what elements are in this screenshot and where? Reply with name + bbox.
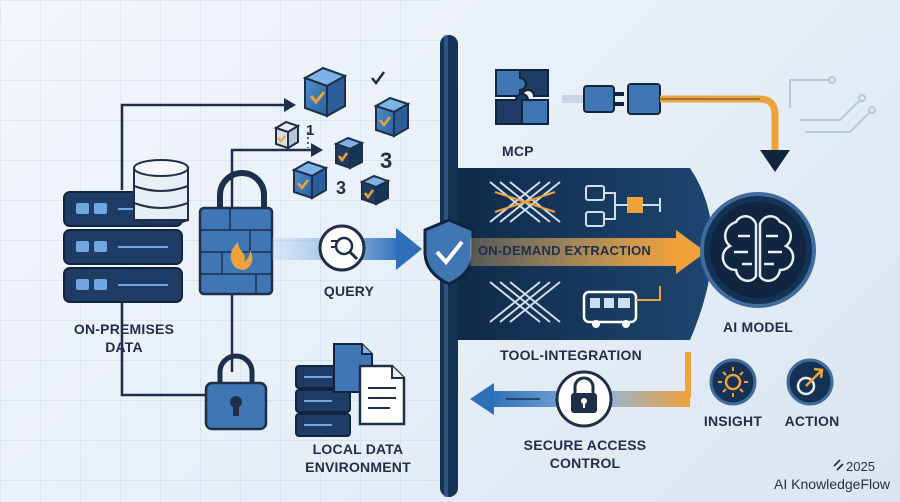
action-label: ACTION bbox=[784, 413, 840, 429]
flow-chart-icon bbox=[585, 185, 661, 227]
footer-year: 2025 bbox=[846, 459, 875, 474]
document-icon bbox=[333, 343, 406, 426]
number-one: 1 bbox=[306, 122, 315, 139]
sparkle-icon bbox=[833, 459, 844, 471]
network-cross-icon-2 bbox=[489, 281, 561, 323]
connector-lines bbox=[120, 103, 318, 397]
bus-icon bbox=[582, 286, 661, 328]
tool-integration-label: TOOL-INTEGRATION bbox=[500, 347, 642, 363]
arrowhead bbox=[760, 150, 790, 172]
action-icon bbox=[786, 358, 834, 406]
network-cross-icon bbox=[489, 181, 561, 223]
insight-label: INSIGHT bbox=[703, 413, 763, 429]
extraction-arrowhead bbox=[676, 230, 706, 274]
insight-icon bbox=[709, 358, 757, 406]
number-three-small: 3 bbox=[336, 178, 347, 198]
server-stack-icon bbox=[63, 191, 183, 303]
small-check-icon bbox=[371, 71, 386, 86]
puzzle-icon bbox=[495, 69, 549, 125]
secure-lock-icon bbox=[555, 370, 613, 428]
on-premises-data-label: ON-PREMISES DATA bbox=[73, 321, 175, 355]
extraction-band bbox=[470, 238, 680, 266]
firewall-lock-icon bbox=[198, 170, 274, 296]
data-cubes bbox=[273, 66, 411, 206]
ai-brain-icon bbox=[700, 192, 816, 308]
database-icon bbox=[133, 159, 189, 226]
local-data-environment-label: LOCAL DATA ENVIRONMENT bbox=[305, 441, 411, 475]
query-magnifier-icon bbox=[318, 224, 366, 272]
number-three: 3 bbox=[380, 148, 393, 173]
arrowhead bbox=[311, 143, 323, 157]
mcp-label: MCP bbox=[502, 143, 534, 159]
secure-access-control-label: SECURE ACCESS CONTROL bbox=[523, 437, 647, 471]
padlock-icon bbox=[204, 353, 268, 431]
on-demand-extraction-label: ON-DEMAND EXTRACTION bbox=[478, 243, 651, 258]
plug-connector-icon bbox=[562, 83, 779, 150]
query-label: QUERY bbox=[323, 283, 375, 299]
circuit-lines bbox=[789, 76, 876, 133]
footer-brand: AI KnowledgeFlow bbox=[774, 476, 890, 492]
arrowhead bbox=[284, 98, 296, 112]
ai-model-label: AI MODEL bbox=[722, 319, 794, 335]
local-server-icon bbox=[295, 365, 351, 437]
